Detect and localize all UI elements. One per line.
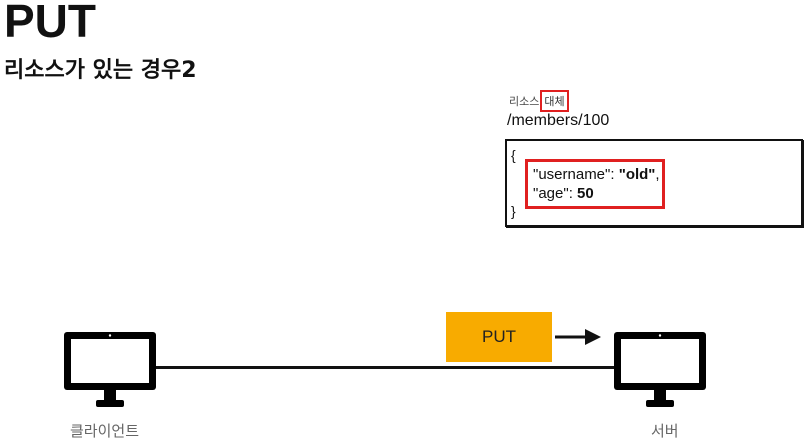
resource-path: /members/100 xyxy=(507,112,610,129)
put-request-label: PUT xyxy=(482,327,516,346)
put-request-box: PUT xyxy=(446,312,552,362)
json-value-age: 50 xyxy=(577,185,594,202)
json-key-username: "username" xyxy=(533,166,611,183)
page-subtitle: 리소스가 있는 경우2 xyxy=(4,58,197,83)
json-sep-username: : xyxy=(610,166,619,183)
connection-line xyxy=(155,366,615,369)
server-label: 서버 xyxy=(651,422,679,440)
json-line-age: "age": 50 xyxy=(533,185,594,202)
json-key-age: "age" xyxy=(533,185,569,202)
resource-label-prefix: 리소스 xyxy=(509,95,540,108)
json-highlight: "username": "old", "age": 50 xyxy=(525,159,665,209)
json-brace-close: } xyxy=(511,203,516,219)
server-computer xyxy=(612,330,708,414)
resource-json-box: { "username": "old", "age": 50 } xyxy=(505,139,803,227)
arrow-right-icon xyxy=(555,329,601,345)
json-value-username: "old" xyxy=(618,166,656,183)
json-trail-username: , xyxy=(655,166,660,183)
request-arrow xyxy=(555,328,603,350)
client-computer xyxy=(62,330,158,414)
json-sep-age: : xyxy=(568,185,578,202)
client-label: 클라이언트 xyxy=(70,422,140,440)
json-brace-open: { xyxy=(511,147,516,163)
monitor-icon xyxy=(614,332,706,407)
resource-label-highlight: 대체 xyxy=(540,90,569,112)
page-title: PUT xyxy=(4,0,96,47)
monitor-icon xyxy=(64,332,156,407)
json-line-username: "username": "old", xyxy=(533,166,660,183)
